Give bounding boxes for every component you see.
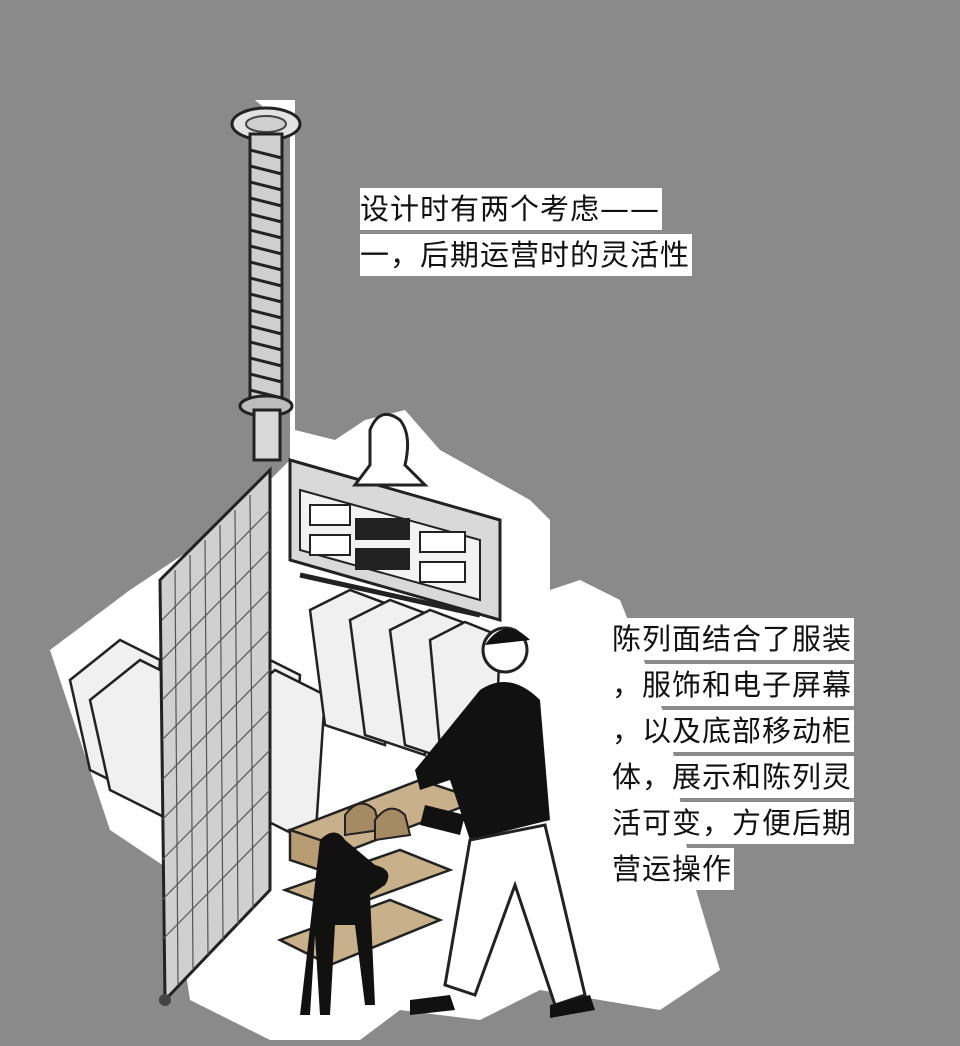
caption-right-line: 营运操作 (612, 848, 735, 890)
caption-top-line: 一，后期运营时的灵活性 (360, 234, 693, 276)
caption-right: 陈列面结合了服装 ，服饰和电子屏幕 ，以及底部移动柜 体，展示和陈列灵 活可变，… (612, 618, 855, 894)
caption-right-line: 活可变，方便后期 (612, 802, 855, 844)
caption-right-line: 体，展示和陈列灵 (612, 756, 855, 798)
mesh-door-icon (158, 466, 272, 1006)
caption-right-line: ，服饰和电子屏幕 (612, 664, 855, 706)
man-figure-icon (410, 626, 595, 1018)
woman-figure-icon (352, 412, 429, 487)
pole-lift-icon (230, 106, 302, 462)
caption-top-line: 设计时有两个考虑—— (360, 188, 663, 230)
caption-top: 设计时有两个考虑—— 一，后期运营时的灵活性 (360, 188, 693, 280)
screen-panel-icon (288, 458, 502, 622)
caption-right-line: ，以及底部移动柜 (612, 710, 855, 752)
dog-figure-icon (300, 832, 389, 1015)
caption-right-line: 陈列面结合了服装 (612, 618, 855, 660)
